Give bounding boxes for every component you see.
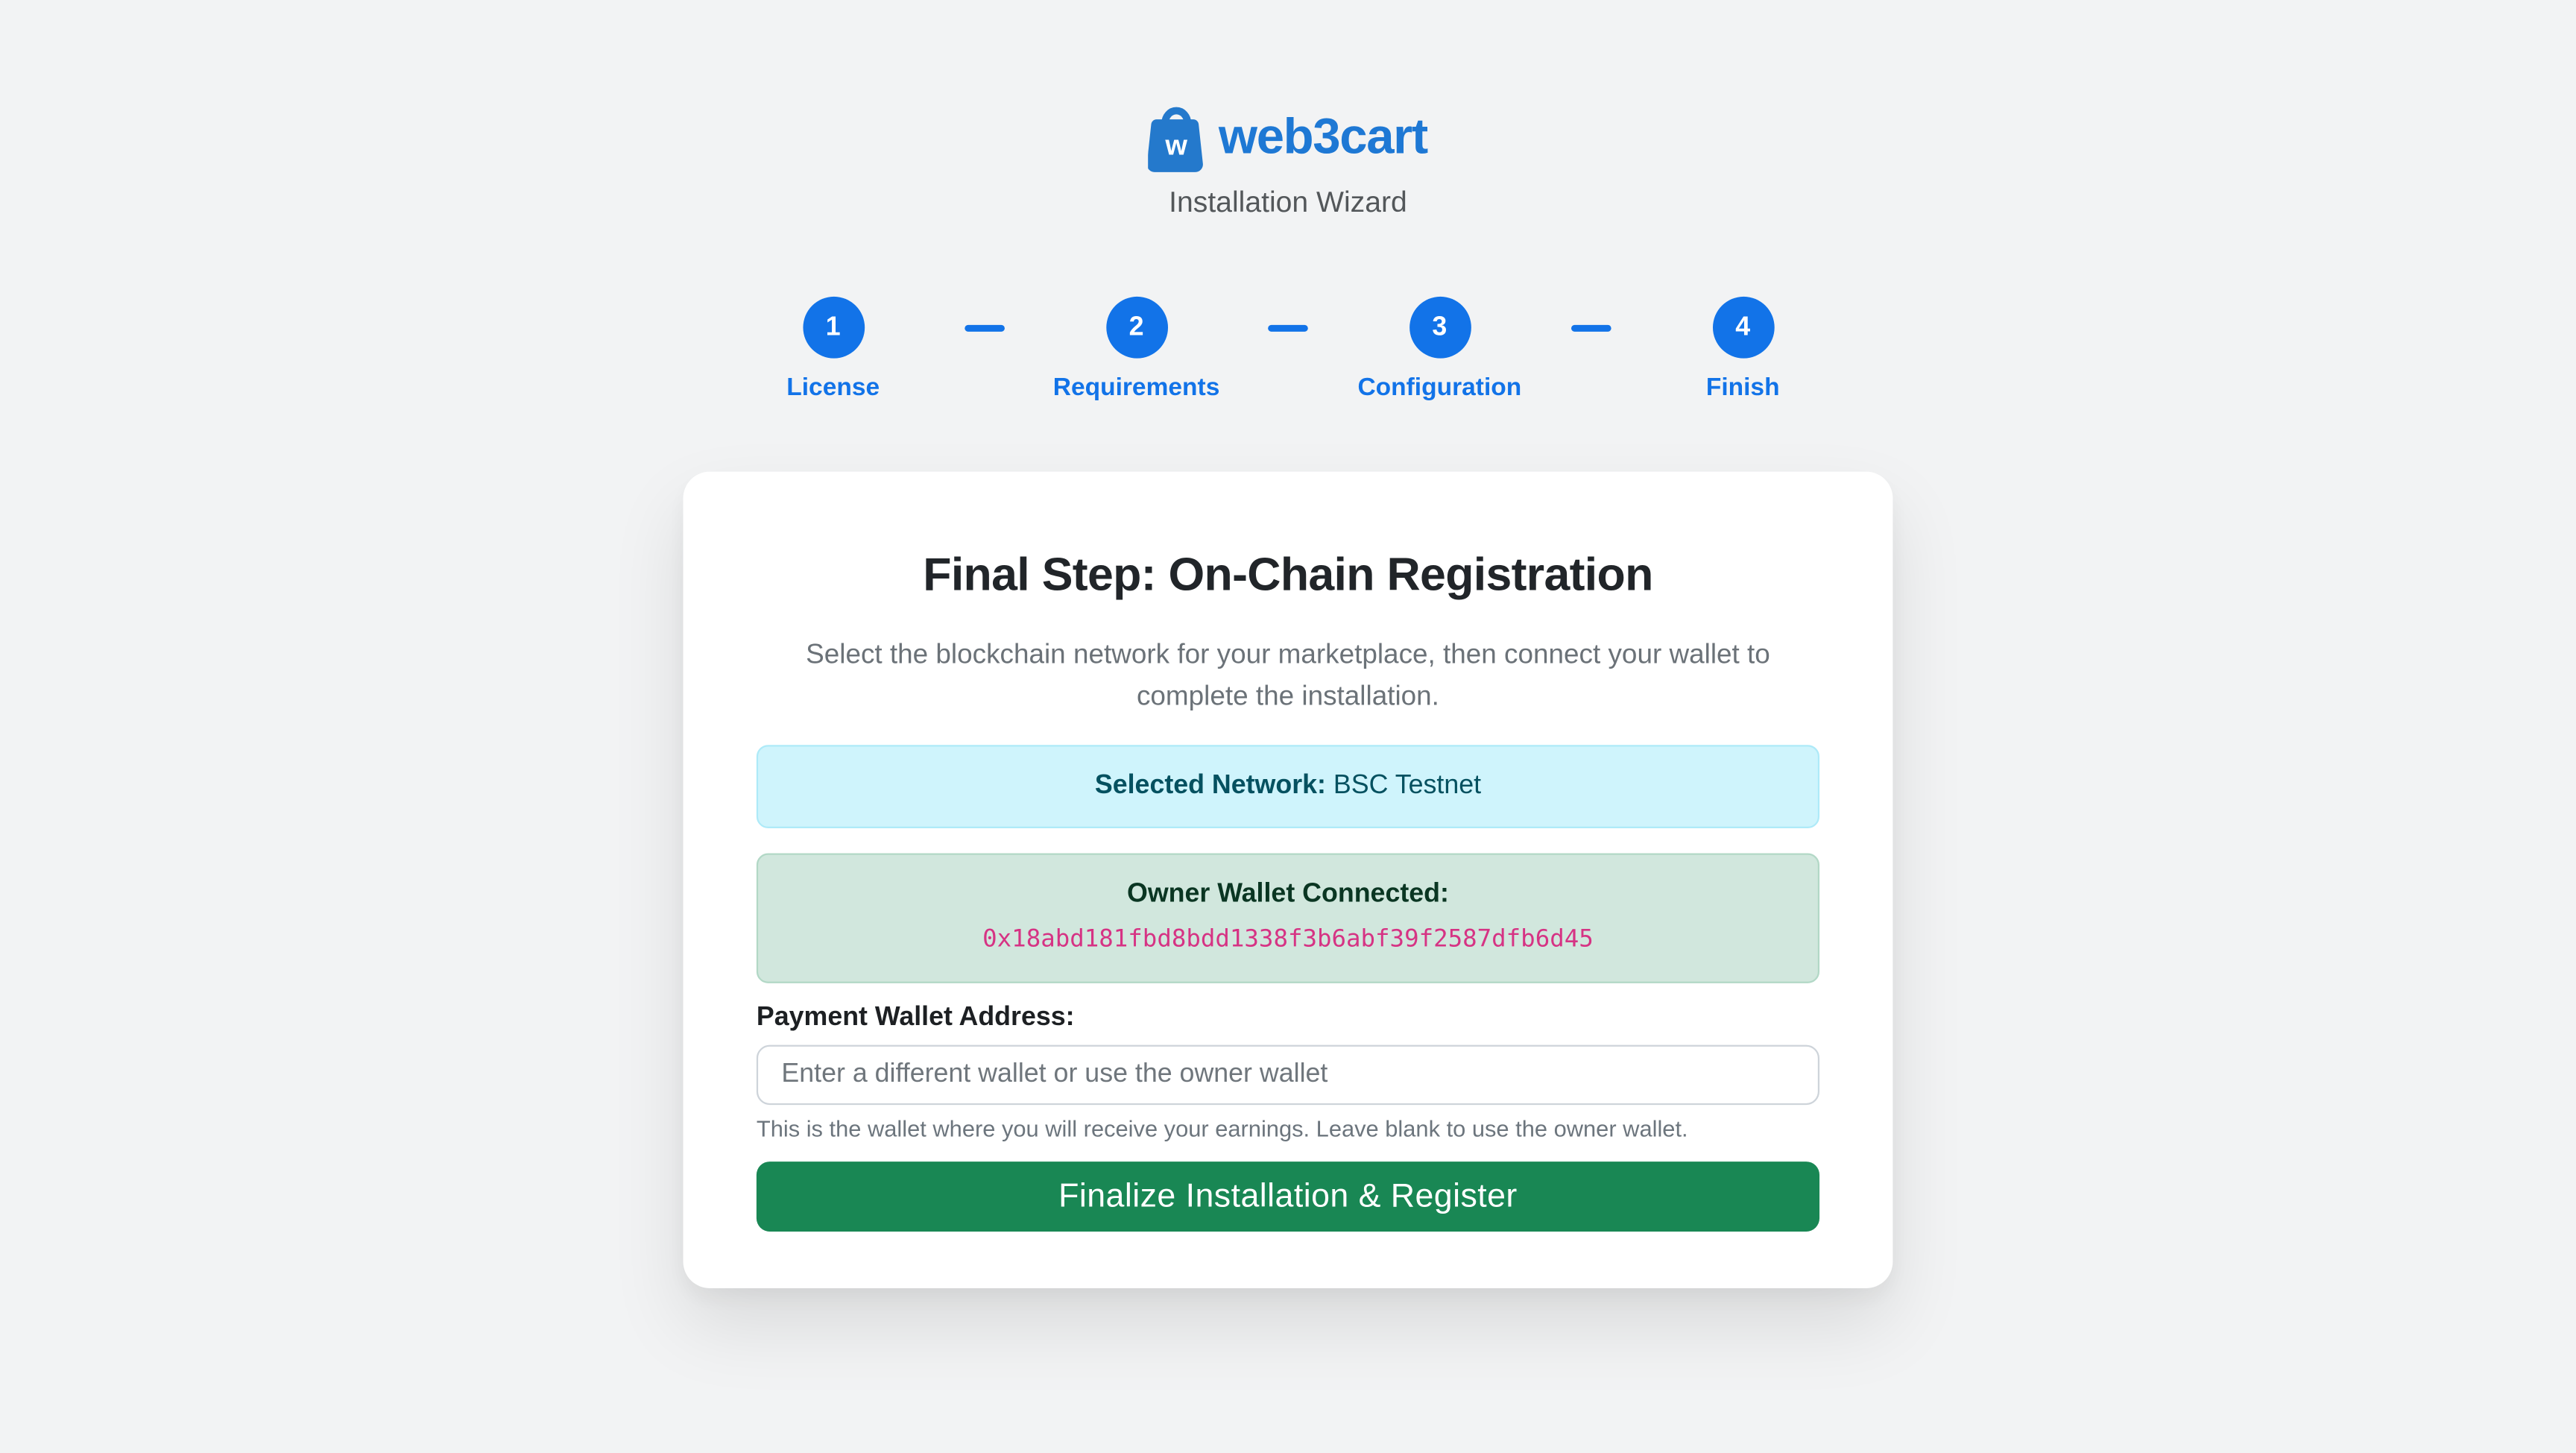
step-label-finish: Finish	[1705, 373, 1780, 402]
step-label-requirements: Requirements	[1052, 373, 1220, 402]
logo-block: w web3cart Installation Wizard	[1148, 100, 1428, 220]
owner-wallet-label: Owner Wallet Connected:	[1127, 880, 1449, 909]
step-circle-1: 1	[802, 296, 865, 359]
page-title: Final Step: On-Chain Registration	[923, 548, 1653, 600]
finalize-button[interactable]: Finalize Installation & Register	[756, 1162, 1820, 1232]
step-connector	[1570, 324, 1611, 331]
step-finish: 4 Finish	[1644, 296, 1841, 402]
step-configuration: 3 Configuration	[1341, 296, 1538, 402]
selected-network-box: Selected Network: BSC Testnet	[756, 745, 1820, 828]
step-circle-2: 2	[1105, 296, 1167, 359]
shopping-bag-icon: w	[1148, 107, 1204, 172]
step-circle-3: 3	[1409, 296, 1471, 359]
bag-letter: w	[1165, 130, 1188, 162]
step-requirements: 2 Requirements	[1038, 296, 1235, 402]
step-license: 1 License	[735, 296, 932, 402]
selected-network-label: Selected Network:	[1094, 771, 1326, 800]
wizard-subtitle: Installation Wizard	[1169, 185, 1407, 218]
payment-wallet-help: This is the wallet where you will receiv…	[756, 1116, 1688, 1142]
owner-wallet-address: 0x18abd181fbd8bdd1338f3b6abf39f2587dfb6d…	[982, 926, 1594, 954]
step-indicator: 1 License 2 Requirements 3 Configuration…	[735, 296, 1841, 402]
payment-wallet-input[interactable]	[756, 1044, 1820, 1106]
step-circle-4: 4	[1711, 296, 1774, 359]
owner-wallet-box: Owner Wallet Connected: 0x18abd181fbd8bd…	[756, 853, 1820, 983]
logo: w web3cart	[1148, 100, 1428, 175]
step-connector	[1268, 324, 1308, 331]
step-label-license: License	[786, 373, 880, 402]
page-description: Select the blockchain network for your m…	[806, 640, 1770, 712]
brand-wordmark: web3cart	[1218, 109, 1428, 165]
registration-card: Final Step: On-Chain Registration Select…	[683, 471, 1893, 1288]
payment-wallet-label: Payment Wallet Address:	[756, 1003, 1075, 1032]
step-label-configuration: Configuration	[1357, 373, 1522, 402]
step-connector	[965, 324, 1005, 331]
selected-network-value: BSC Testnet	[1333, 771, 1482, 800]
